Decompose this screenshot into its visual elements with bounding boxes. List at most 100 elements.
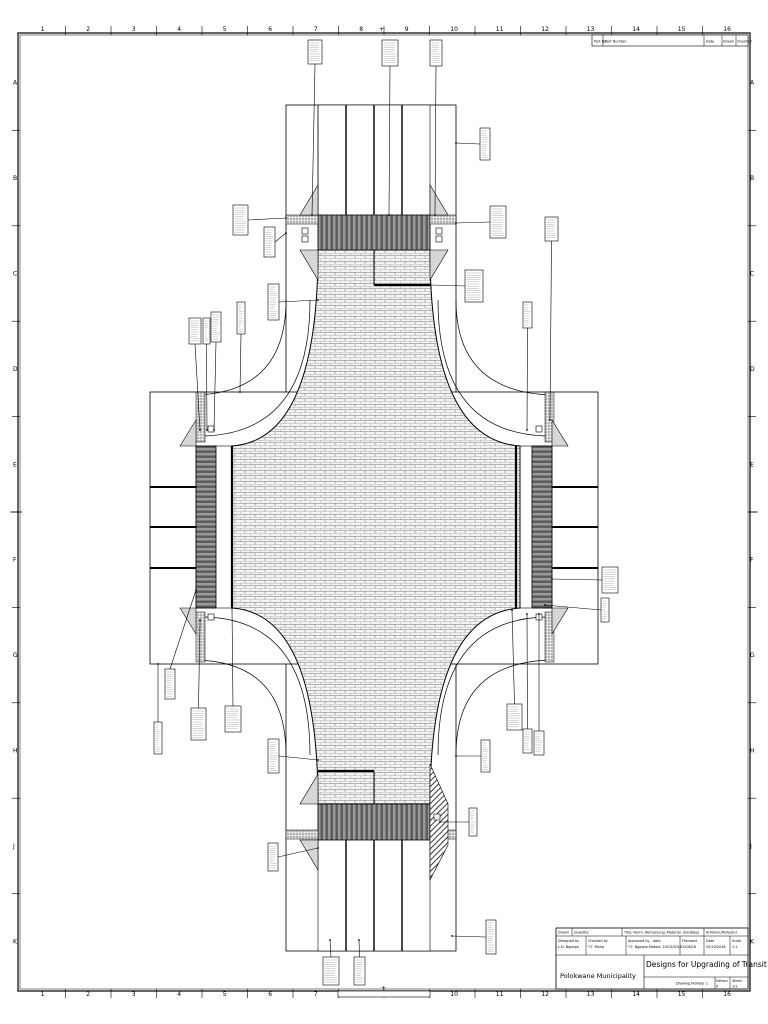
callout-leader	[329, 939, 332, 958]
grid-letter-left: G	[13, 652, 18, 659]
callout-dot	[231, 607, 233, 609]
drawing-title: Designs for Upgrading of Transit Mall	[646, 960, 768, 969]
callout-box	[381, 39, 399, 67]
callout-box	[202, 317, 211, 345]
callout-box	[188, 317, 202, 345]
edition-value: 0	[716, 985, 718, 989]
tb-scale-label: Scale	[732, 939, 741, 943]
callout-leader	[277, 847, 319, 858]
tb-scale-value: 1:1	[732, 945, 737, 949]
callout-box	[544, 216, 559, 242]
callout-box	[485, 919, 497, 955]
annotation-callouts	[153, 39, 619, 986]
centre-marks: + +	[10, 26, 758, 998]
callout-dot	[239, 391, 241, 393]
grid-letter-left: H	[13, 748, 18, 755]
grid-number-bottom: 3	[132, 991, 136, 998]
grid-number-top: 15	[678, 26, 686, 33]
callout-dot	[213, 429, 215, 431]
callout-dot	[526, 429, 528, 431]
callout-box	[429, 39, 443, 67]
callout-box	[153, 721, 163, 755]
callout-leader	[278, 299, 319, 303]
strip-part-label: Part No.	[594, 40, 607, 44]
callout-dot	[511, 609, 513, 611]
callout-dot	[544, 604, 546, 606]
callout-leader	[311, 63, 316, 216]
callout-dot	[358, 939, 360, 941]
callout-box	[479, 127, 491, 161]
callout-leader	[455, 142, 481, 145]
callout-leader	[278, 755, 319, 761]
tb-approver-value: T.T. Ngoepe-Matolo, 25/10/2016	[627, 945, 682, 949]
grid-letter-right: D	[750, 366, 755, 373]
grid-letter-left: K	[13, 938, 18, 945]
callout-box	[263, 226, 276, 258]
tb-header-article: Artikelnr./Referenz	[706, 931, 737, 935]
callout-dot	[434, 214, 436, 216]
west-lanes	[150, 486, 196, 569]
grid-letter-right: J	[749, 843, 752, 850]
strip-date-label: Date	[706, 40, 714, 44]
callout-leader	[551, 578, 603, 581]
grid-number-bottom: 2	[86, 991, 90, 998]
callout-leader	[239, 333, 242, 393]
grid-number-top: 1	[41, 26, 45, 33]
callout-dot	[455, 142, 457, 144]
callout-dot	[206, 429, 208, 431]
drawing-number: Drawing Number 1	[676, 982, 708, 986]
callout-leader	[429, 284, 466, 287]
callout-dot	[329, 939, 331, 941]
callout-box	[489, 205, 507, 239]
grid-number-bottom: 13	[587, 991, 595, 998]
grid-number-top: 4	[177, 26, 181, 33]
callout-dot	[439, 821, 441, 823]
grid-number-top: 9	[405, 26, 409, 33]
stop-lines	[230, 250, 518, 804]
grid-number-bottom: 1	[41, 991, 45, 998]
grid-number-bottom: 11	[496, 991, 504, 998]
callout-leader	[549, 240, 552, 421]
tb-header-title: Titel, Norm, Abmessung, Material, Sonsti…	[623, 931, 699, 935]
grid-letter-right: E	[750, 461, 754, 468]
company-name: Polokwane Municipality	[560, 972, 636, 980]
callout-box	[464, 269, 484, 303]
grid-letter-left: B	[13, 175, 17, 182]
tb-header-drawn: Drawn	[558, 931, 569, 935]
scale-bar	[337, 990, 431, 998]
grid-number-top: 13	[587, 26, 595, 33]
callout-leader	[544, 604, 602, 611]
grid-number-top: 7	[314, 26, 318, 33]
callout-dot	[388, 214, 390, 216]
grid-letter-right: B	[750, 175, 754, 182]
callout-box	[224, 705, 242, 733]
top-title-strip: Part No. Part Number Date Drawn Checked	[591, 34, 752, 47]
callout-dot	[549, 419, 551, 421]
grid-letter-right: C	[750, 271, 754, 278]
callout-box	[480, 739, 491, 773]
tb-designer-label: Designed by	[558, 939, 579, 943]
callout-dot	[285, 217, 287, 219]
callout-leader	[169, 589, 197, 670]
callout-dot	[311, 214, 313, 216]
tb-checker-value: T.T. Moha	[587, 945, 604, 949]
callout-dot	[199, 429, 201, 431]
callout-box	[307, 39, 323, 65]
callout-box	[267, 738, 280, 774]
callout-leader	[198, 619, 201, 709]
callout-leader	[455, 221, 491, 224]
callout-leader	[526, 327, 528, 431]
centre-mark-top: +	[379, 26, 384, 33]
grid-number-bottom: 15	[678, 991, 686, 998]
callout-leader	[511, 609, 515, 705]
hatched-island	[429, 763, 449, 881]
callout-dot	[429, 284, 431, 286]
tb-date-value: 25/10/2016	[706, 945, 726, 949]
grid-number-bottom: 14	[632, 991, 640, 998]
callout-leader	[231, 607, 234, 707]
grid-number-top: 12	[541, 26, 549, 33]
callout-dot	[455, 755, 457, 757]
tb-approver-label: Approved by - date	[628, 939, 661, 943]
